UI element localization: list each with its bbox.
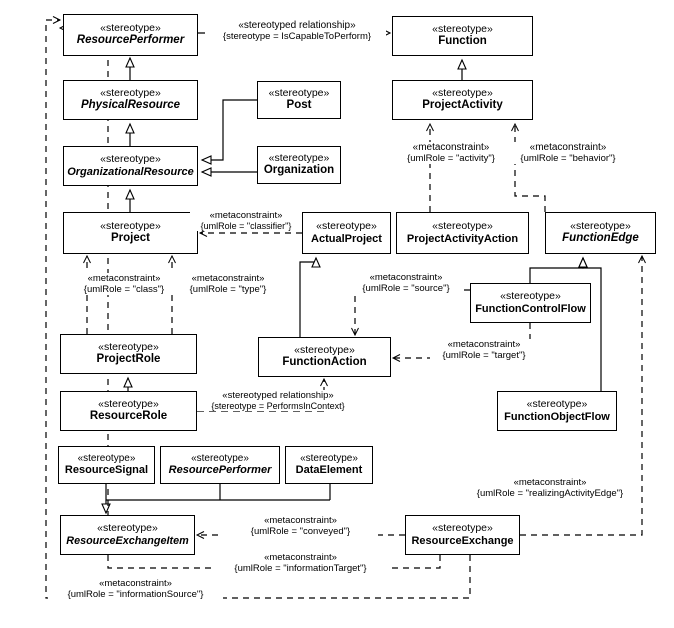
stereotype-keyword: «stereotype»: [77, 452, 136, 464]
node-resourceexchange[interactable]: «stereotype» ResourceExchange: [405, 515, 520, 555]
node-label: ResourceExchangeItem: [66, 534, 189, 547]
node-resourcerole[interactable]: «stereotype» ResourceRole: [60, 391, 197, 431]
node-label: ActualProject: [311, 232, 382, 245]
node-label: Function: [438, 35, 487, 48]
node-label: ResourcePerformer: [168, 464, 272, 477]
gen-functioncontrolflow-functionedge: [529, 256, 588, 283]
node-label: Organization: [263, 164, 335, 177]
stereotype-keyword: «stereotype»: [100, 153, 161, 166]
stereotype-keyword: «stereotype»: [300, 452, 358, 464]
stereotype-keyword: «stereotype»: [98, 341, 159, 354]
node-projectactivity[interactable]: «stereotype» ProjectActivity: [392, 80, 533, 120]
gen-post-organizationalresource: [200, 99, 257, 165]
node-function[interactable]: «stereotype» Function: [392, 16, 533, 56]
meta-functioncontrolflow-functionaction-target: [391, 323, 531, 362]
stereotype-keyword: «stereotype»: [432, 522, 493, 535]
stereotype-keyword: «stereotype»: [98, 398, 159, 411]
node-resourceperformer-top[interactable]: «stereotype» ResourcePerformer: [63, 14, 198, 56]
stereotype-keyword: «stereotype»: [268, 87, 330, 100]
node-projectactivityaction[interactable]: «stereotype» ProjectActivityAction: [396, 212, 529, 254]
stereotype-keyword: «stereotype»: [570, 220, 631, 233]
meta-resourceexchange-resourceperformer-informationtarget: [58, 24, 441, 569]
stereotype-keyword: «stereotype»: [268, 152, 330, 165]
meta-resourceexchange-resourceperformer-informationsource: [45, 16, 471, 599]
node-functionedge[interactable]: «stereotype» FunctionEdge: [545, 212, 656, 254]
rel-resourcerole-functionaction: [197, 377, 328, 412]
stereotype-keyword: «stereotype»: [500, 290, 561, 303]
node-label: DataElement: [295, 464, 363, 477]
stereotype-keyword: «stereotype»: [432, 87, 493, 100]
stereotype-keyword: «stereotype»: [316, 220, 377, 233]
node-label: FunctionControlFlow: [475, 302, 586, 315]
node-dataelement[interactable]: «stereotype» DataElement: [285, 446, 373, 484]
node-label: ProjectActivity: [422, 99, 503, 112]
stereotype-keyword: «stereotype»: [100, 220, 161, 233]
meta-functionedge-projectactivity: [511, 122, 546, 212]
node-post[interactable]: «stereotype» Post: [257, 81, 341, 119]
node-label: Project: [111, 232, 150, 245]
node-functionaction[interactable]: «stereotype» FunctionAction: [258, 337, 391, 377]
node-project[interactable]: «stereotype» Project: [63, 212, 198, 254]
node-functionobjectflow[interactable]: «stereotype» FunctionObjectFlow: [497, 391, 617, 431]
node-functioncontrolflow[interactable]: «stereotype» FunctionControlFlow: [470, 283, 591, 323]
meta-functioncontrolflow-functionaction-source: [351, 289, 470, 337]
node-label: OrganizationalResource: [67, 165, 194, 178]
gen-functionobjectflow-functionedge: [578, 256, 602, 391]
gen-functionaction-projectactivityaction: [299, 256, 321, 337]
stereotype-keyword: «stereotype»: [294, 344, 355, 357]
node-label: ResourcePerformer: [76, 34, 185, 47]
meta-resourceexchange-functionedge: [520, 254, 646, 536]
node-label: PhysicalResource: [80, 99, 181, 112]
node-label: ResourceExchange: [411, 534, 514, 547]
stereotype-keyword: «stereotype»: [100, 87, 161, 100]
node-physicalresource[interactable]: «stereotype» PhysicalResource: [63, 80, 198, 120]
stereotype-keyword: «stereotype»: [97, 522, 158, 535]
stereotype-keyword: «stereotype»: [432, 23, 493, 36]
stereotype-keyword: «stereotype»: [100, 22, 161, 35]
node-label: ProjectRole: [96, 353, 161, 366]
node-label: ProjectActivityAction: [406, 232, 519, 245]
node-resourceexchangeitem[interactable]: «stereotype» ResourceExchangeItem: [60, 515, 195, 555]
node-label: FunctionEdge: [562, 232, 639, 245]
stereotype-keyword: «stereotype»: [526, 398, 588, 411]
node-label: Post: [286, 99, 312, 112]
gen-tree-trunk-resourceexchangeitem: [105, 484, 330, 501]
node-label: FunctionAction: [282, 356, 367, 369]
node-label: FunctionObjectFlow: [504, 410, 610, 423]
node-label: ResourceRole: [89, 410, 168, 423]
node-resourceperformer-bottom[interactable]: «stereotype» ResourcePerformer: [160, 446, 280, 484]
node-organizationalresource[interactable]: «stereotype» OrganizationalResource: [63, 146, 198, 186]
node-resourcesignal[interactable]: «stereotype» ResourceSignal: [58, 446, 155, 484]
node-label: ResourceSignal: [64, 464, 149, 477]
node-actualproject[interactable]: «stereotype» ActualProject: [302, 212, 391, 254]
node-organization[interactable]: «stereotype» Organization: [257, 146, 341, 184]
stereotype-keyword: «stereotype»: [432, 220, 493, 233]
stereotype-keyword: «stereotype»: [191, 452, 249, 464]
node-projectrole[interactable]: «stereotype» ProjectRole: [60, 334, 197, 374]
